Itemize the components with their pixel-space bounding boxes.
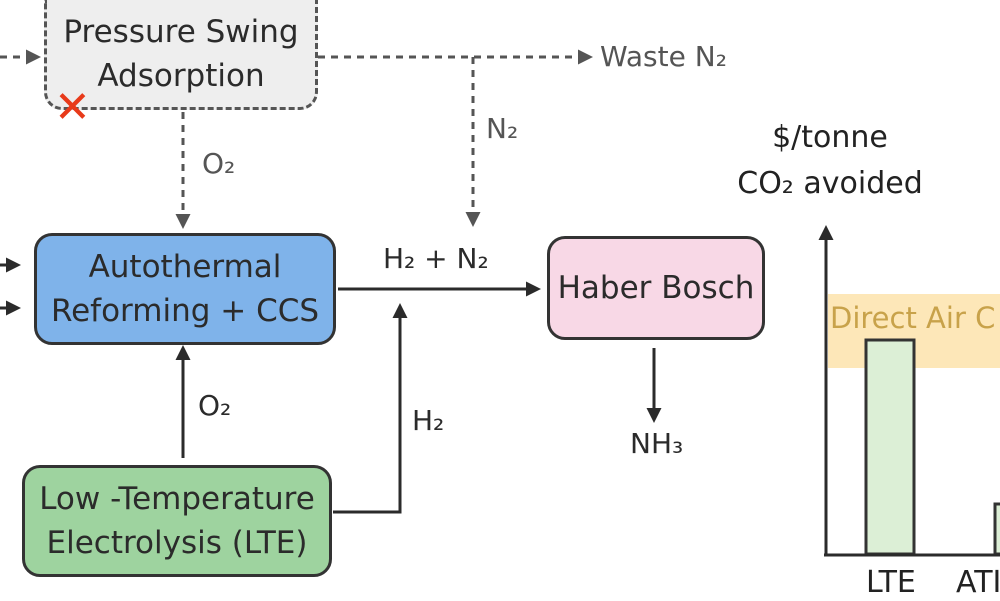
tick-label-ati: ATI [956,565,1000,600]
psa-line-2: Adsorption [97,57,265,94]
bar-lte [864,338,916,556]
n2-label: N₂ [486,112,519,145]
tick-label-lte: LTE [866,565,916,600]
waste-n2-label: Waste N₂ [600,40,727,73]
nh3-label: NH₃ [630,427,684,460]
bar-ati [993,502,1000,556]
pressure-swing-adsorption-box: Pressure Swing Adsorption [44,0,318,110]
lte-h2-arrow [333,303,408,514]
chart-ylabel-line-1: $/tonne [772,120,888,155]
lte-line-1: Low -Temperature [39,481,315,517]
o2-top-label: O₂ [202,147,236,180]
haber-bosch-box: Haber Bosch [547,236,765,340]
psa-line-1: Pressure Swing [63,13,299,50]
chart-ylabel-line-2: CO₂ avoided [737,166,923,201]
h2-n2-label: H₂ + N₂ [383,242,489,275]
lte-line-2: Electrolysis (LTE) [46,525,308,561]
h2-label: H₂ [412,404,445,437]
atr-line-1: Autothermal [88,249,282,285]
atr-line-2: Reforming + CCS [50,293,320,329]
autothermal-reforming-box: Autothermal Reforming + CCS [34,233,336,345]
chart-y-axis-title: $/tonne CO₂ avoided [730,115,930,207]
x-mark-icon: ✕ [54,82,91,133]
haber-line-1: Haber Bosch [557,270,755,306]
o2-bottom-label: O₂ [198,389,232,422]
low-temperature-electrolysis-box: Low -Temperature Electrolysis (LTE) [22,465,332,577]
direct-air-capture-label: Direct Air C [830,301,996,335]
